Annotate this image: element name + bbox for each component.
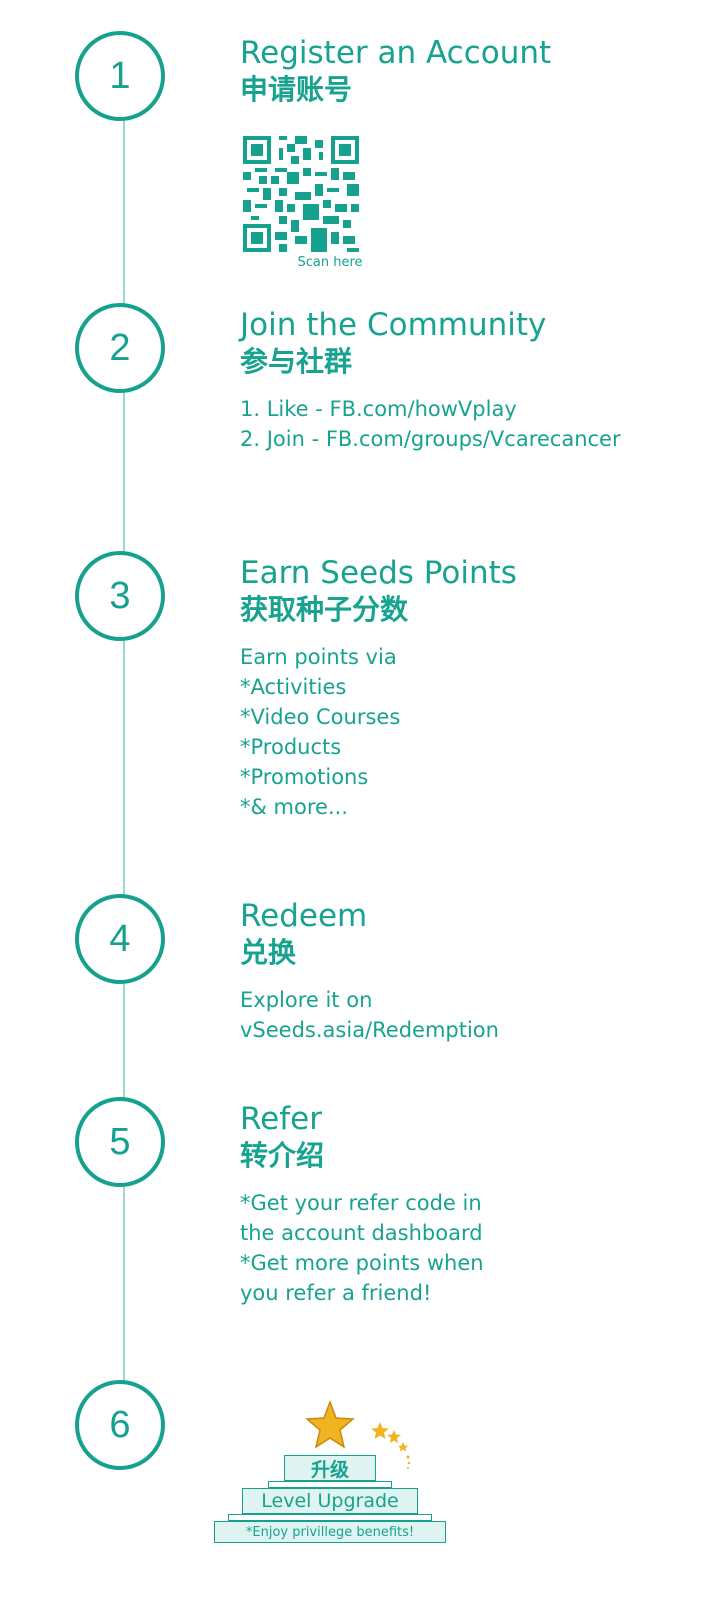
step-4-number: 4 xyxy=(109,917,131,960)
step-6-circle: 6 xyxy=(75,1380,165,1470)
step-1-title-cn: 申请账号 xyxy=(240,73,353,106)
step-1-circle: 1 xyxy=(75,31,165,121)
step-3-title-en: Earn Seeds Points xyxy=(240,555,517,591)
step-1: Register an Account 申请账号 xyxy=(240,34,551,108)
step-3-number: 3 xyxy=(109,574,131,617)
small-stars-icon xyxy=(371,1422,411,1469)
qr-caption: Scan here xyxy=(297,255,363,270)
step-3-title-cn: 获取种子分数 xyxy=(240,593,409,626)
step-3: Earn Seeds Points 获取种子分数 Earn points via… xyxy=(240,554,517,822)
podium-step-2 xyxy=(228,1514,432,1521)
qr-code-icon[interactable] xyxy=(243,136,359,252)
step-2: Join the Community 参与社群 1. Like - FB.com… xyxy=(240,306,621,454)
level-cn-box: 升级 xyxy=(284,1455,376,1481)
step-3-circle: 3 xyxy=(75,551,165,641)
star-icon xyxy=(305,1400,355,1449)
step-4-body[interactable]: Explore it on vSeeds.asia/Redemption xyxy=(240,988,499,1042)
level-upgrade-graphic: 升级 Level Upgrade *Enjoy privillege benef… xyxy=(214,1400,470,1560)
step-5-circle: 5 xyxy=(75,1097,165,1187)
step-4-title-en: Redeem xyxy=(240,898,368,934)
step-2-title-cn: 参与社群 xyxy=(240,345,353,378)
step-5-body: *Get your refer code in the account dash… xyxy=(240,1191,484,1305)
step-5-number: 5 xyxy=(109,1120,131,1163)
step-2-title-en: Join the Community xyxy=(240,307,547,343)
step-5-title-cn: 转介绍 xyxy=(240,1139,325,1172)
level-en-box: Level Upgrade xyxy=(242,1488,418,1514)
level-cn-label: 升级 xyxy=(310,1458,349,1481)
step-5: Refer 转介绍 *Get your refer code in the ac… xyxy=(240,1100,484,1308)
timeline-line xyxy=(123,120,125,1440)
step-4-title-cn: 兑换 xyxy=(240,936,297,969)
step-4-circle: 4 xyxy=(75,894,165,984)
step-2-circle: 2 xyxy=(75,303,165,393)
step-2-body[interactable]: 1. Like - FB.com/howVplay 2. Join - FB.c… xyxy=(240,397,621,451)
step-1-number: 1 xyxy=(109,54,131,97)
step-1-title-en: Register an Account xyxy=(240,35,552,71)
step-2-number: 2 xyxy=(109,326,131,369)
step-3-body: Earn points via *Activities *Video Cours… xyxy=(240,645,401,819)
level-note: *Enjoy privillege benefits! xyxy=(245,1524,415,1540)
step-4: Redeem 兑换 Explore it on vSeeds.asia/Rede… xyxy=(240,897,499,1045)
level-en-label: Level Upgrade xyxy=(261,1490,399,1512)
step-6-number: 6 xyxy=(109,1403,131,1446)
step-5-title-en: Refer xyxy=(240,1101,322,1137)
level-note-box: *Enjoy privillege benefits! xyxy=(214,1521,446,1543)
podium-step-1 xyxy=(268,1481,392,1488)
